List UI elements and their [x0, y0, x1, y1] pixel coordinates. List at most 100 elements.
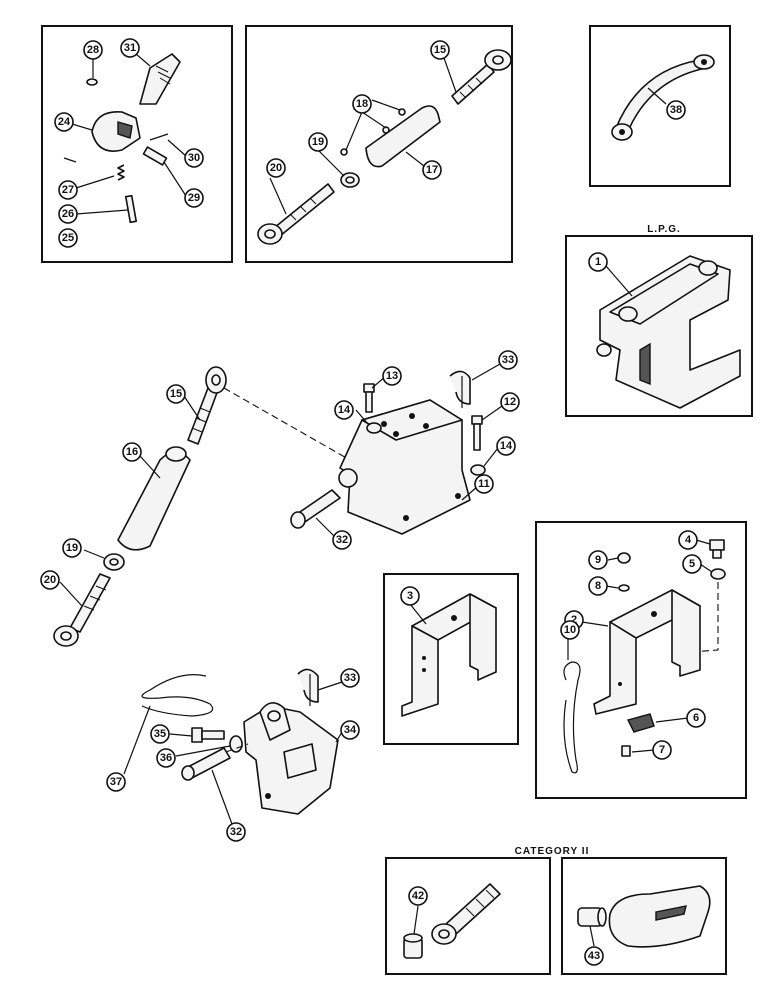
svg-text:32: 32	[336, 534, 348, 546]
svg-text:37: 37	[110, 776, 122, 788]
svg-text:33: 33	[344, 672, 356, 684]
part-33-clip-b	[297, 668, 319, 706]
svg-text:25: 25	[62, 232, 74, 244]
svg-text:2: 2	[571, 614, 577, 626]
svg-text:30: 30	[188, 152, 200, 164]
callout-29: 29	[184, 188, 204, 208]
part-32-pin-a	[290, 489, 341, 529]
svg-text:20: 20	[270, 162, 282, 174]
part-3-bracket	[401, 593, 497, 717]
svg-text:3: 3	[407, 590, 413, 602]
svg-text:17: 17	[426, 164, 438, 176]
part-24-hook	[91, 111, 141, 152]
callout-20-main: 20	[40, 570, 60, 590]
callout-18: 18	[352, 94, 372, 114]
svg-text:38: 38	[670, 104, 682, 116]
svg-text:42: 42	[412, 890, 424, 902]
callout-33-lower: 33	[340, 668, 360, 688]
callout-14-right: 14	[496, 436, 516, 456]
callout-15-main: 15	[166, 384, 186, 404]
callout-36: 36	[156, 748, 176, 768]
part-15-eyebolt	[451, 49, 512, 105]
part-36-washer	[229, 735, 243, 753]
category-header: CATEGORY II	[515, 846, 590, 857]
part-10-clip	[563, 661, 581, 774]
svg-text:19: 19	[66, 542, 78, 554]
svg-text:6: 6	[693, 712, 699, 724]
part-1-bracket	[596, 255, 741, 409]
part-8-washer	[618, 584, 630, 592]
main-assembly	[53, 363, 503, 647]
panel-lpg-bracket: L.P.G.	[565, 224, 753, 417]
callout-17: 17	[422, 160, 442, 180]
part-43-bushing	[577, 907, 607, 927]
part-17-body	[365, 105, 441, 168]
svg-text:32: 32	[230, 826, 242, 838]
callout-3: 3	[400, 586, 420, 606]
callout-4: 4	[678, 530, 698, 550]
svg-text:4: 4	[685, 534, 692, 546]
part-42-eyebolt	[431, 883, 501, 945]
callout-6: 6	[686, 708, 706, 728]
callout-9: 9	[588, 550, 608, 570]
callout-35: 35	[150, 724, 170, 744]
part-9-nut	[617, 552, 631, 564]
callout-12: 12	[500, 392, 520, 412]
part-35-bolt	[191, 727, 225, 743]
part-6-clip	[626, 713, 655, 733]
callout-15-top: 15	[430, 40, 450, 60]
part-28-washer	[86, 78, 98, 86]
panel-link-end-assembly	[41, 25, 233, 263]
part-14-washer-a	[366, 422, 382, 434]
part-33-clip-a	[449, 370, 471, 408]
part-25-pin	[124, 194, 138, 224]
callout-34: 34	[340, 720, 360, 740]
part-38-strap	[611, 54, 715, 141]
callout-25: 25	[58, 228, 78, 248]
panel-bracket-3	[383, 573, 519, 745]
callout-28: 28	[83, 40, 103, 60]
part-18-fittings	[340, 108, 406, 156]
svg-text:20: 20	[44, 574, 56, 586]
svg-text:15: 15	[170, 388, 182, 400]
svg-text:7: 7	[659, 744, 665, 756]
svg-text:14: 14	[500, 440, 513, 452]
svg-text:36: 36	[160, 752, 172, 764]
part-20-eyebolt-main	[53, 573, 111, 647]
svg-text:33: 33	[502, 354, 514, 366]
part-32-pin-b	[181, 747, 231, 781]
callout-30: 30	[184, 148, 204, 168]
svg-text:5: 5	[689, 558, 695, 570]
part-14-washer-b	[470, 464, 486, 476]
lpg-header: L.P.G.	[647, 224, 681, 235]
callout-31: 31	[120, 38, 140, 58]
part-4-bolt	[709, 539, 725, 559]
svg-text:1: 1	[595, 256, 601, 268]
part-31-shank	[139, 53, 181, 105]
svg-text:18: 18	[356, 98, 368, 110]
part-7-screw	[621, 745, 631, 757]
svg-text:26: 26	[62, 208, 74, 220]
svg-text:8: 8	[595, 580, 601, 592]
part-26-spring	[117, 164, 125, 181]
svg-text:12: 12	[504, 396, 516, 408]
part-11-bracket	[338, 399, 471, 535]
svg-text:34: 34	[344, 724, 357, 736]
callout-32-lower: 32	[226, 822, 246, 842]
callout-43: 43	[584, 946, 604, 966]
part-19-nut	[340, 172, 360, 188]
callout-1: 1	[588, 252, 608, 272]
part-30-pin	[149, 133, 169, 141]
callout-24: 24	[54, 112, 74, 132]
part-19-nut-main	[103, 553, 125, 571]
part-2-bracket	[593, 589, 701, 715]
callout-42: 42	[408, 886, 428, 906]
svg-text:11: 11	[478, 478, 490, 490]
callout-5: 5	[682, 554, 702, 574]
callout-7: 7	[652, 740, 672, 760]
part-34-bracket	[243, 702, 339, 815]
callout-19-top: 19	[308, 132, 328, 152]
callout-33-main: 33	[498, 350, 518, 370]
svg-text:43: 43	[588, 950, 600, 962]
